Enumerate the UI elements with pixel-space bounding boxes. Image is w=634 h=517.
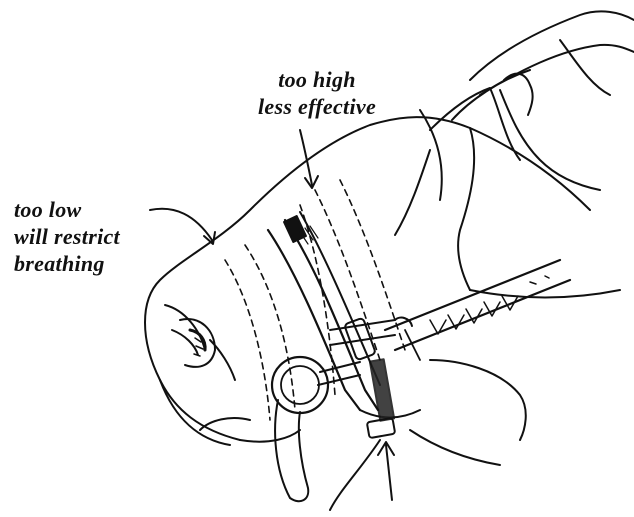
bit-ring bbox=[272, 357, 360, 501]
noseband bbox=[268, 212, 380, 410]
bottom-arrow bbox=[378, 442, 394, 500]
lower-jaw bbox=[160, 380, 500, 465]
mane bbox=[395, 11, 634, 235]
head-outline bbox=[145, 117, 620, 510]
low-arrow bbox=[150, 209, 215, 244]
cheek-strap bbox=[385, 260, 570, 360]
nostril bbox=[180, 319, 215, 367]
